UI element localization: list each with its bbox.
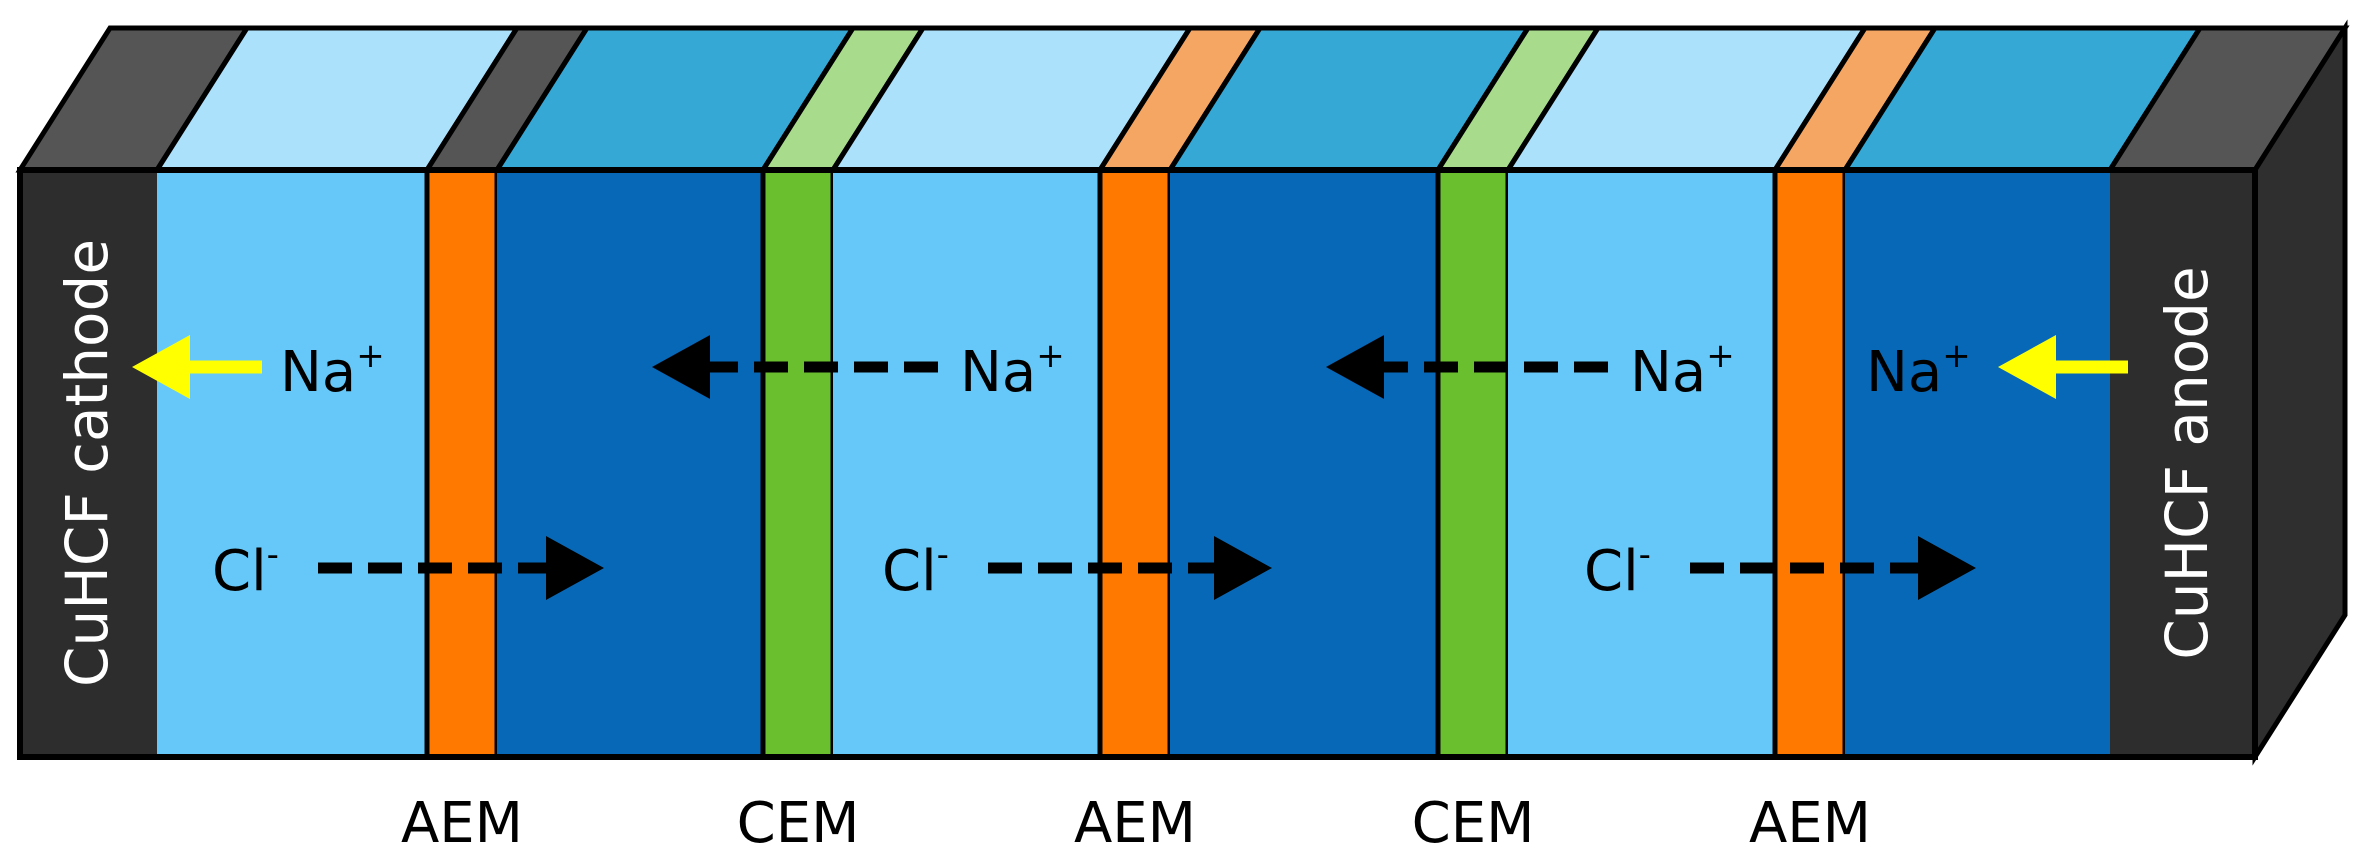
compartment-3 [833,170,1100,757]
compartment-4 [1170,170,1438,757]
na-charge: + [356,336,385,376]
na-symbol: Na [960,340,1036,405]
anode-electrode [2110,170,2255,757]
na-ion-label-2: Na+ [960,336,1065,405]
cl-symbol: Cl [882,539,937,604]
membrane-label-5: AEM [1749,791,1871,856]
na-symbol: Na [1630,340,1706,405]
cl-dashed-arrow-2-icon [1214,536,1272,600]
membrane-label-4: CEM [1412,791,1535,856]
front-face [17,167,2258,760]
na-dashed-arrow-1-icon [652,335,710,399]
top-face [15,25,2350,173]
na-dashed-arrow-2-icon [1326,335,1384,399]
membrane-label-3: AEM [1074,791,1196,856]
membrane-label-2: CEM [737,791,860,856]
membrane-aem-2 [1097,167,1173,760]
na-arrow-to-cathode-icon [132,335,190,399]
cl-charge: - [937,535,949,575]
membrane-label-1: AEM [401,791,523,856]
membrane-aem-1 [424,167,500,760]
anode-label: CuHCF anode [2153,266,2221,659]
na-arrow-from-anode-icon [1998,335,2056,399]
na-charge: + [1942,336,1971,376]
na-ion-label-1: Na+ [280,336,385,405]
cathode-label: CuHCF cathode [53,239,121,687]
cathode-electrode [20,170,157,757]
na-charge: + [1036,336,1065,376]
na-symbol: Na [280,340,356,405]
cl-ion-label-1: Cl- [212,535,279,604]
na-ion-label-4: Na+ [1866,336,1971,405]
compartment-1 [157,170,427,757]
compartment-6 [1845,170,2110,757]
cl-ion-label-3: Cl- [1584,535,1651,604]
membrane-cem-2 [1435,167,1511,760]
cl-charge: - [1639,535,1651,575]
cl-dashed-arrow-3-icon [1918,536,1976,600]
cl-ion-label-2: Cl- [882,535,949,604]
na-charge: + [1706,336,1735,376]
compartment-5 [1508,170,1775,757]
cl-charge: - [267,535,279,575]
membrane-aem-3 [1772,167,1848,760]
membrane-cem-1 [760,167,836,760]
cl-dashed-arrow-1-icon [546,536,604,600]
na-symbol: Na [1866,340,1942,405]
front-outline [17,167,2258,760]
compartment-2 [497,170,763,757]
cl-symbol: Cl [212,539,267,604]
cl-symbol: Cl [1584,539,1639,604]
na-ion-label-3: Na+ [1630,336,1735,405]
